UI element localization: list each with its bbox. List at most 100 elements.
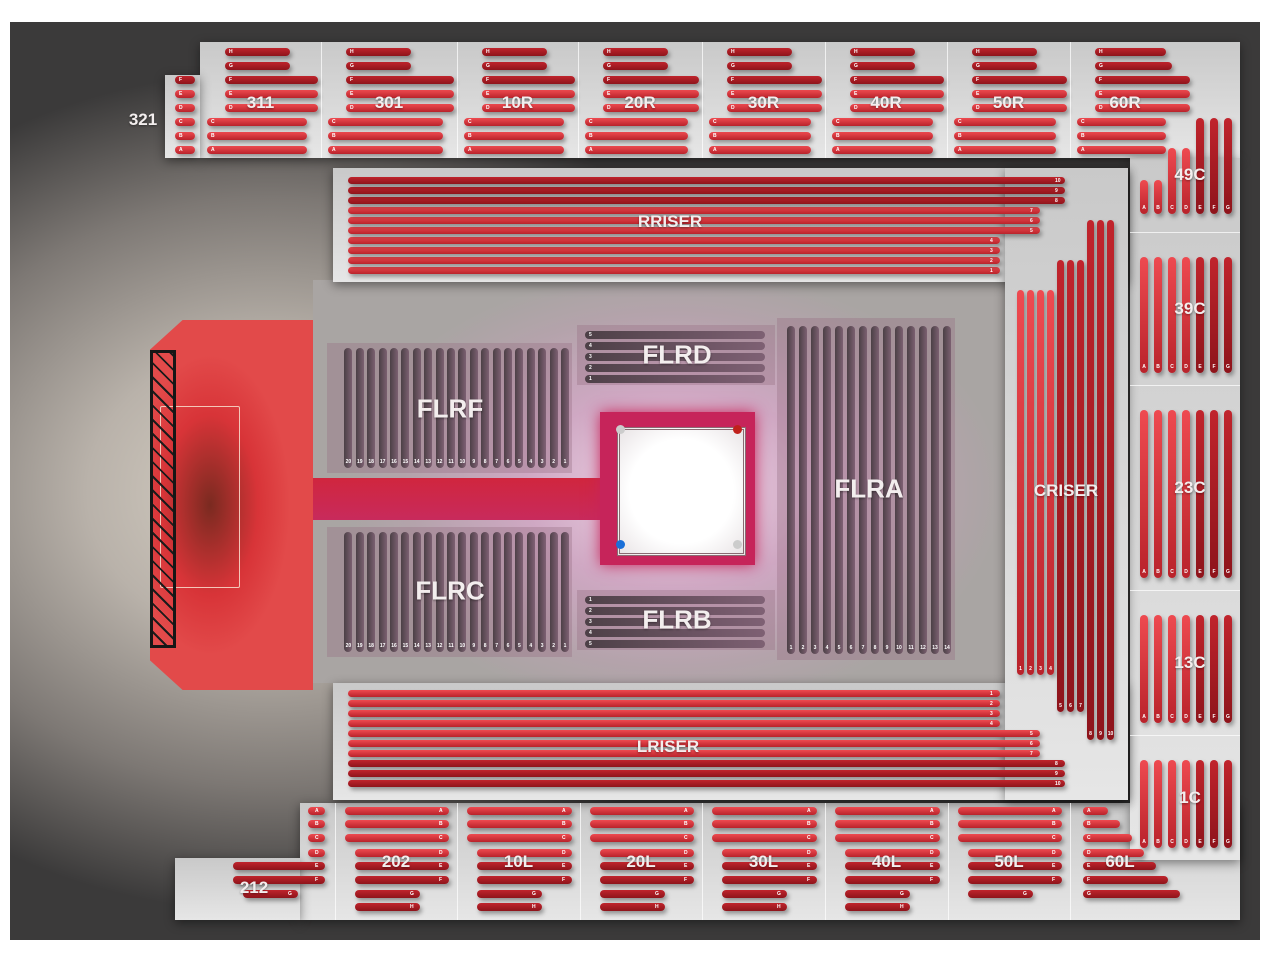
seat-row[interactable] xyxy=(832,118,933,126)
seat-row[interactable] xyxy=(919,326,927,654)
seat-row[interactable] xyxy=(1224,760,1232,848)
seat-row[interactable] xyxy=(464,146,564,154)
seat-row[interactable] xyxy=(175,90,195,98)
section-label[interactable]: 13C xyxy=(1174,652,1206,672)
seat-row[interactable] xyxy=(447,348,455,468)
seat-row[interactable] xyxy=(348,197,1065,204)
seat-row[interactable] xyxy=(722,903,787,911)
seat-row[interactable] xyxy=(348,247,1000,254)
seat-row[interactable] xyxy=(1168,410,1176,578)
seat-row[interactable] xyxy=(328,118,443,126)
seat-row[interactable] xyxy=(412,532,421,652)
seat-row[interactable] xyxy=(600,862,694,870)
seat-row[interactable] xyxy=(348,227,1040,234)
seat-row[interactable] xyxy=(401,348,410,468)
section-label[interactable]: 20L xyxy=(626,852,656,871)
seat-row[interactable] xyxy=(515,348,524,468)
seat-row[interactable] xyxy=(348,237,1000,244)
seat-row[interactable] xyxy=(600,903,665,911)
seat-row[interactable] xyxy=(481,532,490,652)
seat-row[interactable] xyxy=(390,348,398,468)
seat-row[interactable] xyxy=(346,90,454,98)
seat-row[interactable] xyxy=(458,348,467,468)
seat-row[interactable] xyxy=(348,720,1000,727)
seat-row[interactable] xyxy=(504,348,512,468)
seat-row[interactable] xyxy=(482,104,575,112)
seat-row[interactable] xyxy=(1210,257,1218,373)
section-label[interactable]: 301 xyxy=(374,93,404,112)
seat-row[interactable] xyxy=(355,532,364,652)
seat-row[interactable] xyxy=(346,62,411,70)
seat-row[interactable] xyxy=(561,532,569,652)
seat-row[interactable] xyxy=(1140,257,1148,373)
seat-row[interactable] xyxy=(958,834,1062,842)
seat-row[interactable] xyxy=(1037,290,1044,675)
seat-row[interactable] xyxy=(345,820,449,828)
seat-row[interactable] xyxy=(603,48,668,56)
seat-row[interactable] xyxy=(972,48,1037,56)
seat-row[interactable] xyxy=(1154,257,1162,373)
seat-row[interactable] xyxy=(538,532,547,652)
seat-row[interactable] xyxy=(1154,760,1162,848)
seat-row[interactable] xyxy=(585,342,765,350)
seat-row[interactable] xyxy=(585,118,688,126)
seat-row[interactable] xyxy=(1095,104,1190,112)
seat-row[interactable] xyxy=(1140,410,1148,578)
seat-row[interactable] xyxy=(355,862,449,870)
seat-row[interactable] xyxy=(972,104,1067,112)
seat-row[interactable] xyxy=(367,532,376,652)
seat-row[interactable] xyxy=(348,730,1040,737)
seat-row[interactable] xyxy=(348,187,1065,194)
seat-row[interactable] xyxy=(845,876,940,884)
seat-row[interactable] xyxy=(233,876,325,884)
section-label[interactable]: 40R xyxy=(870,93,902,112)
seat-row[interactable] xyxy=(477,849,572,857)
seat-row[interactable] xyxy=(585,132,688,140)
seat-row[interactable] xyxy=(1077,146,1166,154)
seat-row[interactable] xyxy=(355,849,449,857)
seat-row[interactable] xyxy=(348,750,1040,757)
seat-row[interactable] xyxy=(968,876,1062,884)
seat-row[interactable] xyxy=(481,348,490,468)
seat-row[interactable] xyxy=(1210,615,1218,723)
seat-row[interactable] xyxy=(1196,257,1204,373)
seat-row[interactable] xyxy=(1027,290,1034,675)
seat-row[interactable] xyxy=(1224,615,1232,723)
seat-row[interactable] xyxy=(348,710,1000,717)
seat-row[interactable] xyxy=(585,375,765,383)
seat-row[interactable] xyxy=(1067,260,1074,712)
seat-row[interactable] xyxy=(348,690,1000,697)
seat-row[interactable] xyxy=(832,132,933,140)
seat-row[interactable] xyxy=(1077,260,1084,712)
seat-row[interactable] xyxy=(549,532,558,652)
seat-row[interactable] xyxy=(603,104,699,112)
seat-row[interactable] xyxy=(1095,76,1190,84)
seat-row[interactable] xyxy=(1140,180,1148,214)
seat-row[interactable] xyxy=(832,146,933,154)
seat-row[interactable] xyxy=(585,640,765,648)
seat-row[interactable] xyxy=(1224,257,1232,373)
seat-row[interactable] xyxy=(549,348,558,468)
section-label[interactable]: 202 xyxy=(381,852,411,871)
seat-row[interactable] xyxy=(378,348,387,468)
seat-row[interactable] xyxy=(1140,760,1148,848)
seat-row[interactable] xyxy=(308,849,325,857)
seat-row[interactable] xyxy=(477,890,542,898)
seat-row[interactable] xyxy=(799,326,807,654)
seat-row[interactable] xyxy=(871,326,879,654)
seat-row[interactable] xyxy=(1196,410,1204,578)
seat-row[interactable] xyxy=(355,890,420,898)
seat-row[interactable] xyxy=(467,807,572,815)
seat-row[interactable] xyxy=(346,104,454,112)
seat-row[interactable] xyxy=(345,807,449,815)
seat-row[interactable] xyxy=(482,48,547,56)
section-label[interactable]: RRISER xyxy=(637,212,703,231)
seat-row[interactable] xyxy=(1095,62,1172,70)
seat-row[interactable] xyxy=(1210,118,1218,214)
seat-row[interactable] xyxy=(787,326,795,654)
seat-row[interactable] xyxy=(850,48,915,56)
seat-row[interactable] xyxy=(585,364,765,372)
seat-row[interactable] xyxy=(207,132,307,140)
seat-row[interactable] xyxy=(958,807,1062,815)
seat-row[interactable] xyxy=(1224,118,1232,214)
